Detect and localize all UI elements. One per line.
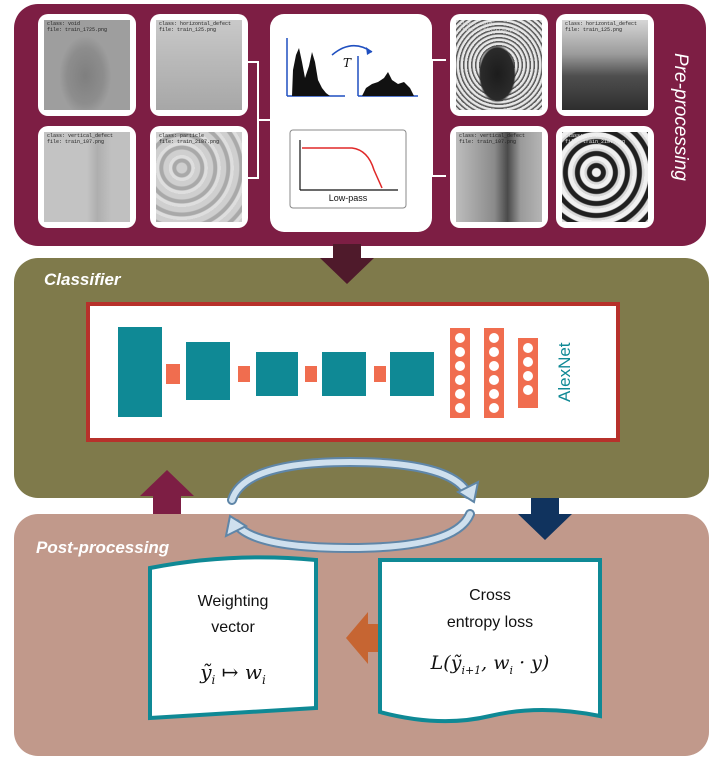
transform-symbol: T bbox=[342, 56, 351, 70]
formula-part: ↦ w bbox=[215, 660, 262, 684]
arrow-to-post-processing bbox=[518, 498, 572, 540]
fc-layer-1 bbox=[450, 328, 470, 418]
histogram-equalized bbox=[357, 56, 418, 97]
lowpass-curve bbox=[302, 147, 383, 189]
weighting-document bbox=[148, 555, 318, 721]
formula-part: ỹ bbox=[200, 660, 212, 684]
loss-document bbox=[378, 558, 602, 724]
pool-layer-1 bbox=[166, 364, 180, 384]
thumb-caption: file: train_125.png bbox=[159, 27, 217, 33]
formula-part: i bbox=[261, 673, 266, 687]
fc-layer-3 bbox=[518, 338, 538, 408]
thumb-caption: class: horizontal_defect bbox=[159, 21, 232, 27]
classifier-title: Classifier bbox=[44, 270, 121, 289]
thumb-caption: file: train_107.png bbox=[459, 139, 517, 145]
arrow-loss-to-weighting bbox=[346, 612, 378, 664]
thumb-caption: file: train_2187.png bbox=[159, 139, 220, 145]
weighting-title-line2: vector bbox=[211, 619, 255, 636]
connector-lines bbox=[244, 59, 446, 179]
loss-title-line1: Cross bbox=[469, 587, 511, 604]
thumb-caption: file: train_125.png bbox=[565, 27, 623, 33]
formula-part: L(ỹ bbox=[430, 652, 462, 674]
weighting-formula: ỹi ↦ wi bbox=[150, 660, 316, 687]
loss-formula: L(ỹi+1, wi · y) bbox=[380, 652, 600, 677]
thumb-caption: class: particle bbox=[159, 133, 205, 139]
conv-layer-3 bbox=[256, 352, 298, 396]
loss-title-line2: entropy loss bbox=[446, 614, 534, 631]
formula-part: i+1 bbox=[461, 663, 482, 677]
formula-part: i bbox=[211, 673, 216, 687]
conv-layer-4 bbox=[322, 352, 366, 396]
pool-layer-2 bbox=[238, 366, 250, 382]
post-processing-title: Post-processing bbox=[36, 538, 170, 557]
thumb-caption: file: train_2187.png bbox=[565, 139, 626, 145]
thumb-caption: class: horizontal_defect bbox=[565, 21, 638, 27]
conv-layer-2 bbox=[186, 342, 230, 400]
thumb-caption: class: void bbox=[47, 21, 81, 27]
thumb-caption: class: void bbox=[459, 21, 493, 27]
pool-layer-4 bbox=[374, 366, 386, 382]
thumb-caption: file: train_1725.png bbox=[47, 27, 108, 33]
thumb-caption: class: vertical_defect bbox=[459, 133, 526, 139]
pool-layer-3 bbox=[305, 366, 317, 382]
pre-processing-title: Pre-processing bbox=[670, 53, 691, 181]
lowpass-frame bbox=[289, 129, 407, 209]
conv-layer-5 bbox=[390, 352, 434, 396]
thumb-caption: class: particle bbox=[565, 133, 611, 139]
thumb-caption: file: train_107.png bbox=[47, 139, 105, 145]
weighting-title-line1: Weighting bbox=[197, 593, 269, 610]
arrow-to-classifier-feedback bbox=[140, 470, 194, 514]
formula-part: i bbox=[509, 663, 514, 677]
conv-layer-1 bbox=[118, 327, 162, 417]
formula-part: , w bbox=[481, 652, 510, 674]
thumb-caption: file: train_1725.png bbox=[459, 27, 520, 33]
lowpass-label: Low-pass bbox=[328, 193, 368, 203]
arrow-to-classifier bbox=[320, 244, 374, 284]
formula-part: · y) bbox=[513, 652, 550, 674]
fc-layer-2 bbox=[484, 328, 504, 418]
thumb-caption: class: vertical_defect bbox=[47, 133, 114, 139]
histogram-original bbox=[286, 38, 345, 97]
